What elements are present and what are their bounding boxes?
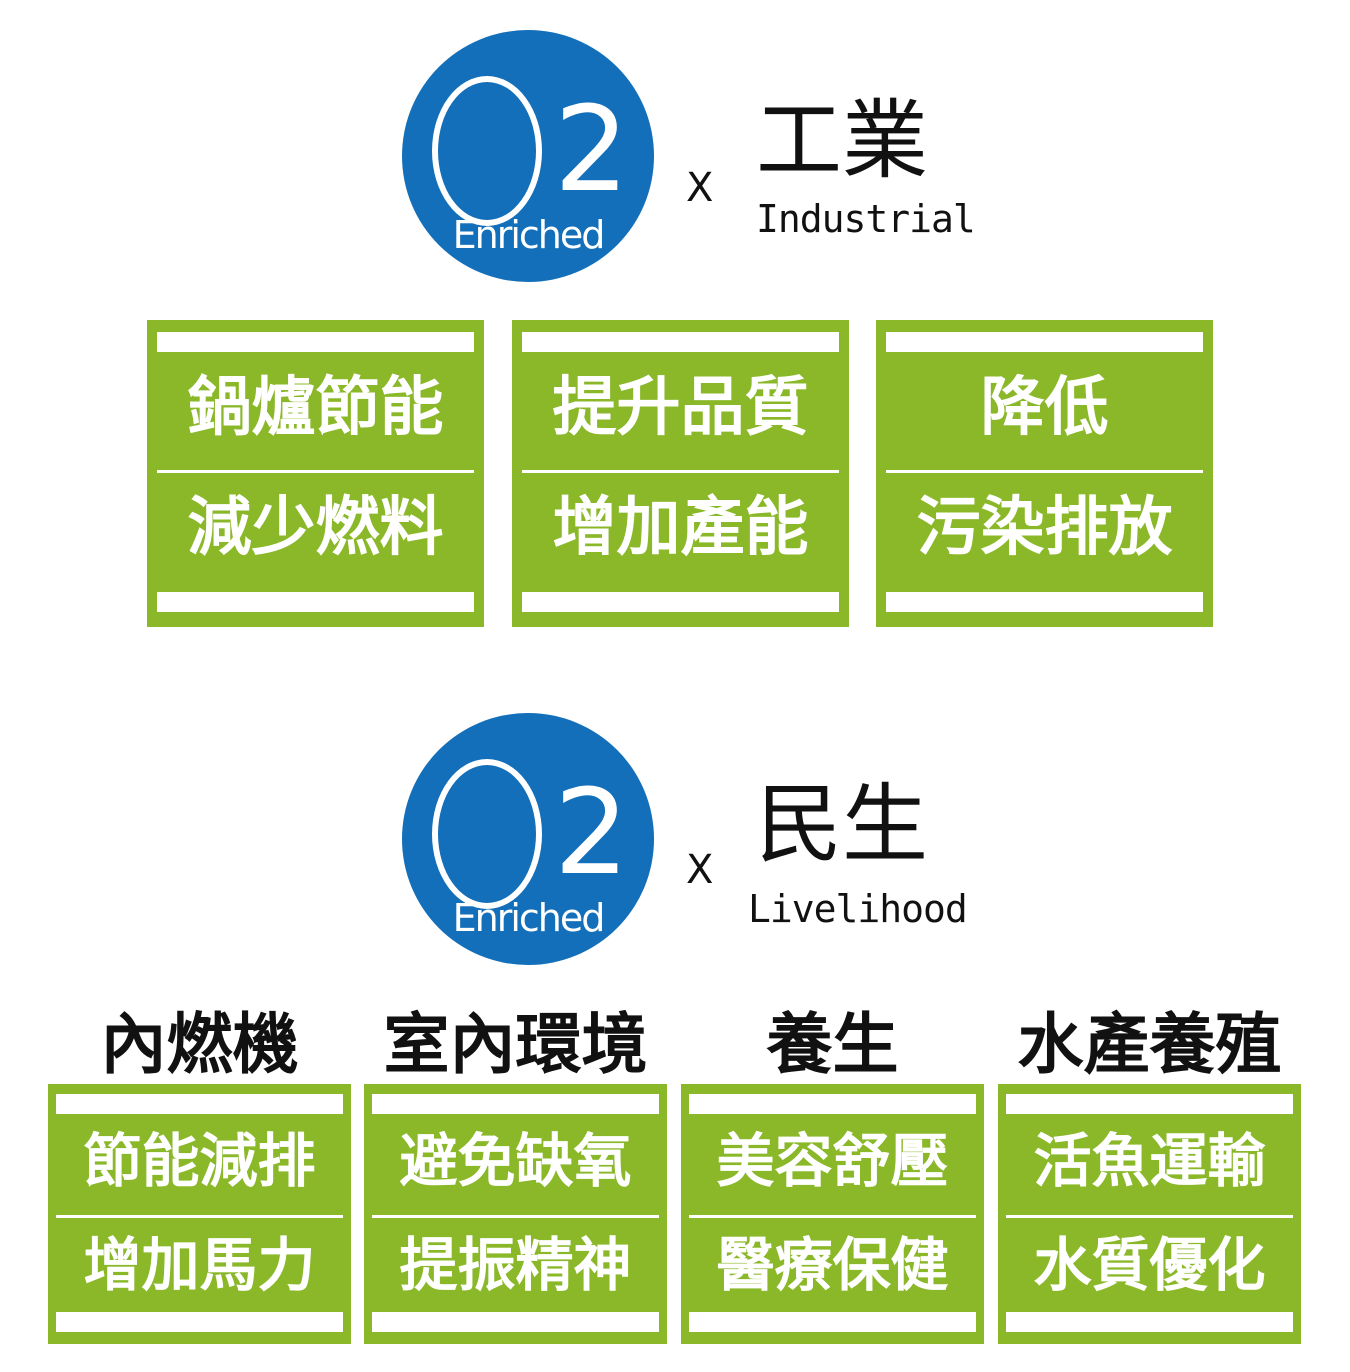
card-line-1: 降低 [980, 371, 1109, 445]
card-bottom-bar [372, 1312, 659, 1332]
card-bottom-bar [522, 592, 839, 612]
logo-subscript: 2 [554, 80, 629, 218]
card-divider [1006, 1215, 1293, 1218]
card-divider [56, 1215, 343, 1218]
card-top-bar [157, 332, 474, 352]
card-line-1: 鍋爐節能 [187, 371, 444, 445]
benefit-card: 降低 污染排放 [876, 320, 1213, 627]
logo-subscript: 2 [554, 763, 629, 901]
benefit-card: 提升品質 增加產能 [512, 320, 849, 627]
card-divider [157, 470, 474, 473]
card-divider [886, 470, 1203, 473]
o2-enriched-logo: 2 Enriched [402, 30, 654, 282]
card-line-1: 活魚運輸 [1033, 1127, 1266, 1195]
card-top-bar [689, 1094, 976, 1114]
logo-enriched-text: Enriched [452, 896, 606, 940]
o2-enriched-logo: 2 Enriched [402, 713, 654, 965]
category-label: 養生 [766, 1006, 899, 1083]
card-bottom-bar [1006, 1312, 1293, 1332]
livelihood-section: 2 Enriched X 民生 Livelihood 內燃機 室內環境 養生 水… [0, 700, 1350, 1372]
card-line-1: 提升品質 [552, 371, 809, 445]
logo-o-ring [432, 76, 542, 226]
card-line-2: 減少燃料 [187, 491, 444, 565]
card-top-bar [522, 332, 839, 352]
card-bottom-bar [689, 1312, 976, 1332]
logo-o-ring [432, 759, 542, 909]
card-top-bar [372, 1094, 659, 1114]
logo-enriched-text: Enriched [452, 213, 606, 257]
times-sign: X [686, 165, 714, 211]
benefit-card: 活魚運輸 水質優化 [998, 1084, 1301, 1344]
card-top-bar [1006, 1094, 1293, 1114]
card-line-1: 節能減排 [83, 1127, 316, 1195]
card-line-2: 水質優化 [1033, 1231, 1266, 1299]
card-top-bar [886, 332, 1203, 352]
card-top-bar [56, 1094, 343, 1114]
benefit-card: 美容舒壓 醫療保健 [681, 1084, 984, 1344]
card-line-2: 污染排放 [916, 491, 1173, 565]
benefit-card: 節能減排 增加馬力 [48, 1084, 351, 1344]
section-title-en: Livelihood [748, 887, 968, 931]
benefit-card: 避免缺氧 提振精神 [364, 1084, 667, 1344]
category-label: 室內環境 [383, 1006, 648, 1083]
card-line-2: 提振精神 [399, 1231, 632, 1299]
card-line-2: 增加產能 [552, 491, 809, 565]
benefit-card: 鍋爐節能 減少燃料 [147, 320, 484, 627]
card-line-2: 醫療保健 [716, 1231, 949, 1299]
section-title-zh: 民生 [756, 775, 928, 875]
card-divider [372, 1215, 659, 1218]
category-label: 內燃機 [100, 1006, 299, 1083]
card-line-1: 避免缺氧 [399, 1127, 632, 1195]
category-label: 水產養殖 [1017, 1006, 1282, 1083]
section-title-zh: 工業 [756, 91, 928, 191]
card-bottom-bar [157, 592, 474, 612]
card-line-2: 增加馬力 [83, 1231, 316, 1299]
card-bottom-bar [56, 1312, 343, 1332]
industrial-section: 2 Enriched X 工業 Industrial 鍋爐節能 減少燃料 提升品… [0, 0, 1350, 650]
card-divider [522, 470, 839, 473]
card-divider [689, 1215, 976, 1218]
section-title-en: Industrial [756, 197, 976, 241]
times-sign: X [686, 847, 714, 893]
card-line-1: 美容舒壓 [716, 1127, 949, 1195]
card-bottom-bar [886, 592, 1203, 612]
